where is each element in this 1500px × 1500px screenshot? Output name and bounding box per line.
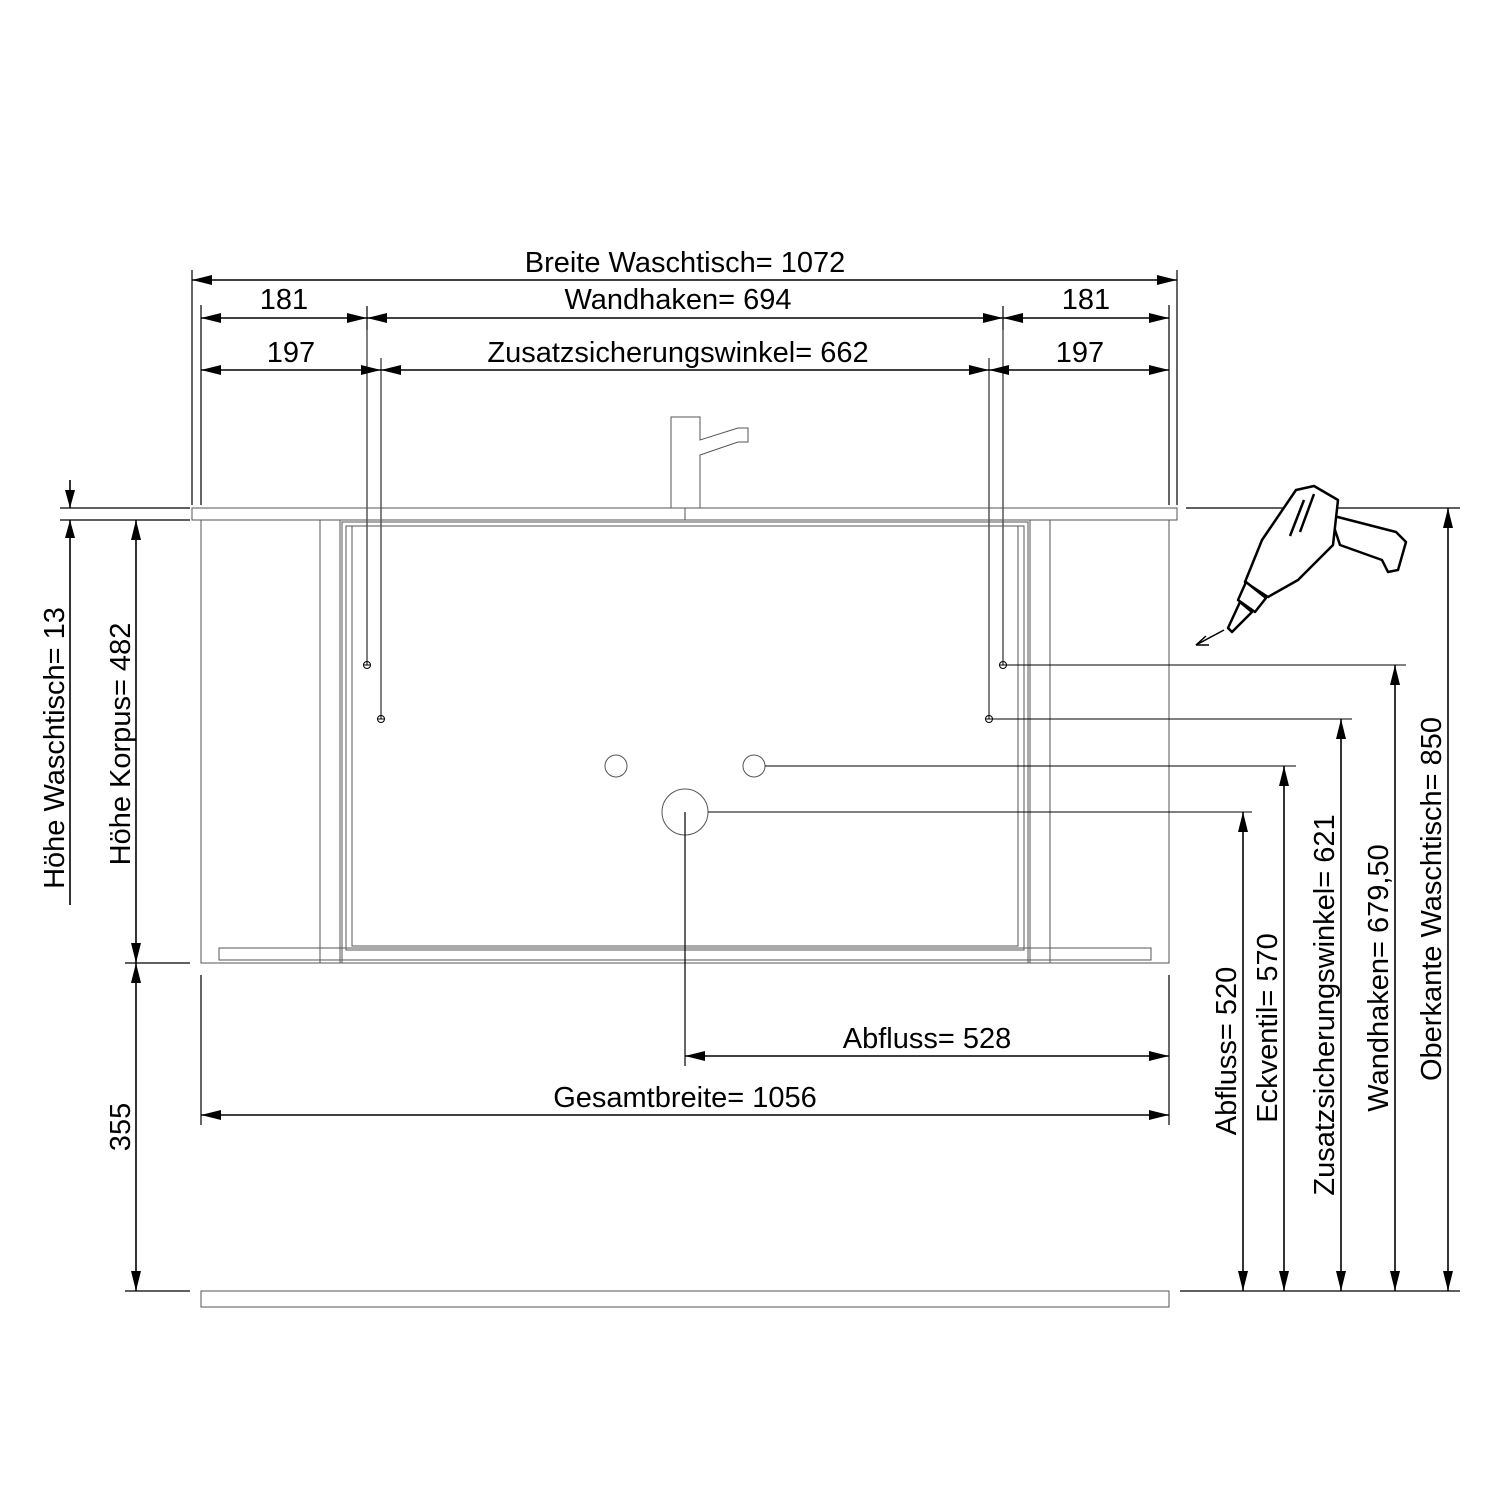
height-korpus-label: Höhe Korpus= 482 (105, 623, 137, 866)
drill-icon (1195, 484, 1408, 646)
top-dimensions: Breite Waschtisch= 1072 181 Wandhaken= 6… (191, 247, 1178, 719)
valve-hole-left (604, 754, 628, 778)
right-dimensions: Abfluss= 520 Eckventil= 570 Zusatzsicher… (708, 507, 1460, 1292)
height-waschtisch-label: Höhe Waschtisch= 13 (39, 607, 71, 889)
right-181-label: 181 (1062, 284, 1110, 316)
left-181-label: 181 (260, 284, 308, 316)
bottom-dimensions: Abfluss= 528 Gesamtbreite= 1056 (200, 812, 1170, 1125)
width-waschtisch-label: Breite Waschtisch= 1072 (525, 247, 846, 279)
gesamtbreite-label: Gesamtbreite= 1056 (553, 1082, 817, 1114)
oberkante-height-label: Oberkante Waschtisch= 850 (1416, 717, 1448, 1081)
eckventil-height-label: Eckventil= 570 (1252, 933, 1284, 1122)
valve-hole-right (742, 754, 766, 778)
wandhaken-width-label: Wandhaken= 694 (564, 284, 791, 316)
right-197-label: 197 (1056, 337, 1104, 369)
wall-hook-left (363, 661, 371, 669)
bracket-left (377, 715, 385, 723)
zusatz-height-label: Zusatzsicherungswinkel= 621 (1309, 814, 1341, 1195)
left-197-label: 197 (267, 337, 315, 369)
wandhaken-height-label: Wandhaken= 679,50 (1363, 844, 1395, 1111)
zusatz-width-label: Zusatzsicherungswinkel= 662 (487, 337, 868, 369)
height-355-label: 355 (105, 1103, 137, 1151)
abfluss-horizontal-label: Abfluss= 528 (843, 1023, 1011, 1055)
abfluss-height-label: Abfluss= 520 (1211, 967, 1243, 1135)
left-dimensions: Höhe Waschtisch= 13 Höhe Korpus= 482 355 (39, 480, 190, 1292)
faucet-icon (670, 416, 749, 509)
